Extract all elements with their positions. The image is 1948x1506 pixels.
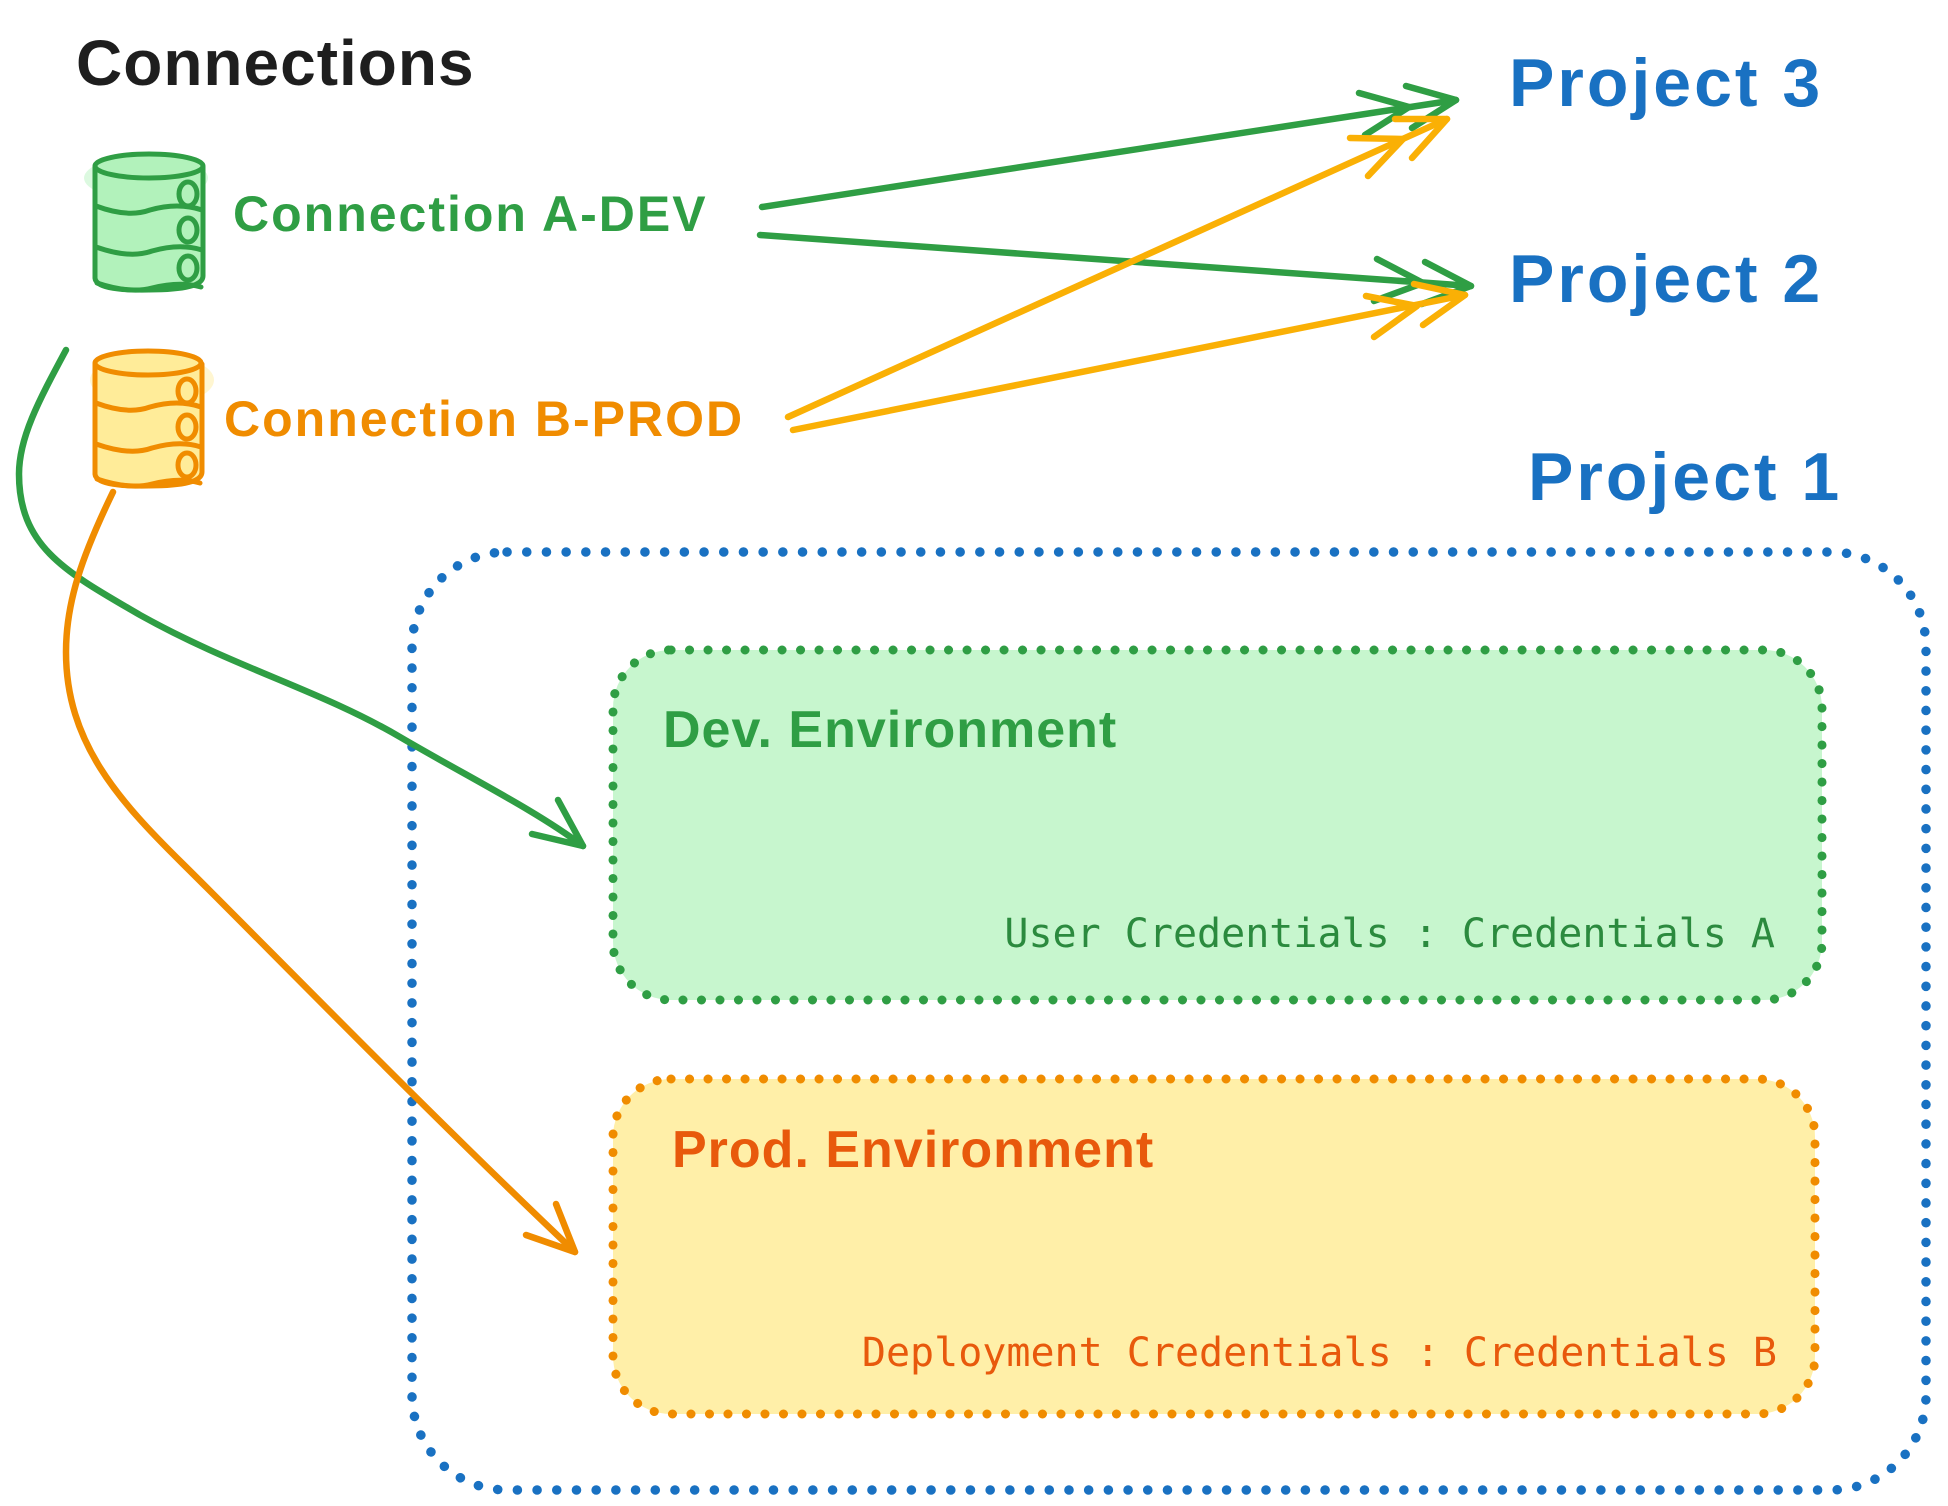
database-icon-prod xyxy=(90,348,214,489)
database-icon-dev xyxy=(84,151,208,293)
connection-a-dev-label: Connection A-DEV xyxy=(233,186,708,242)
arrow-b-prod-to-prod-environment xyxy=(62,488,579,1256)
arrow-a-dev-to-project-3 xyxy=(758,82,1460,211)
prod-environment-credentials: Deployment Credentials : Credentials B xyxy=(861,1330,1777,1376)
arrow-a-dev-to-dev-environment xyxy=(15,346,587,850)
dev-environment-box xyxy=(608,645,1827,1005)
project-2-label: Project 2 xyxy=(1509,241,1824,317)
arrow-b-prod-to-project-3 xyxy=(784,115,1451,421)
diagram-title: Connections xyxy=(76,27,475,99)
prod-environment-title: Prod. Environment xyxy=(672,1121,1155,1179)
dev-environment-credentials: User Credentials : Credentials A xyxy=(1004,911,1775,957)
project1-container-box xyxy=(407,547,1931,1495)
connection-b-prod-label: Connection B-PROD xyxy=(224,391,745,447)
dev-environment-title: Dev. Environment xyxy=(663,701,1118,759)
project-1-label: Project 1 xyxy=(1528,439,1843,515)
prod-environment-box xyxy=(608,1074,1820,1419)
arrow-b-prod-to-project-2 xyxy=(789,280,1469,434)
project-3-label: Project 3 xyxy=(1509,45,1824,121)
